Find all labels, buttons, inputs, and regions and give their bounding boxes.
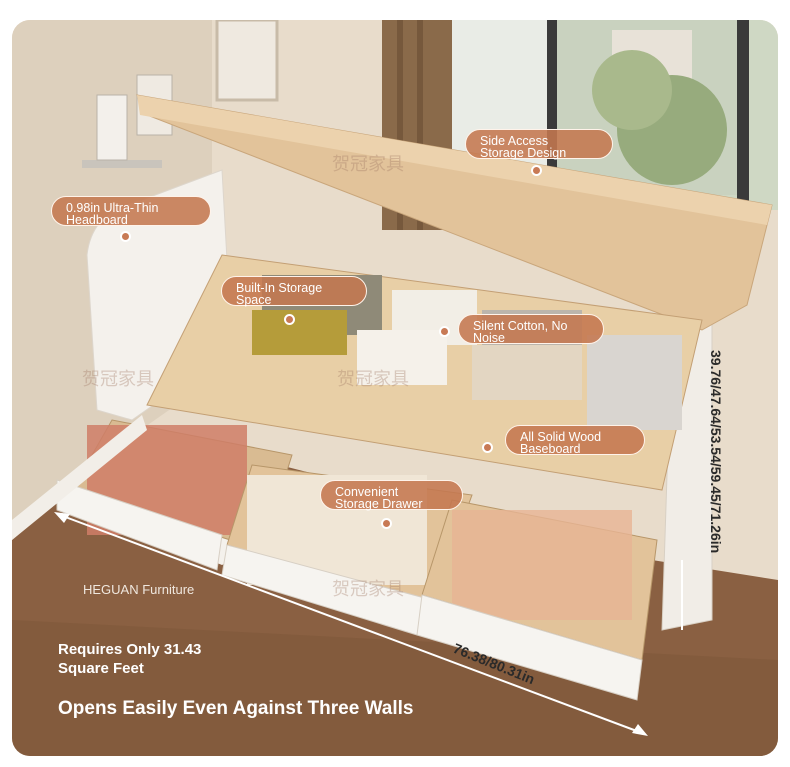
callout-side-access: Side Access Storage Design — [465, 129, 613, 159]
bed-scene-illustration — [12, 20, 778, 756]
callout-built-in: Built-In Storage Space — [221, 276, 367, 306]
watermark: 贺冠家具 — [332, 154, 404, 175]
callout-drawer: Convenient Storage Drawer — [320, 480, 463, 510]
headline: Opens Easily Even Against Three Walls — [58, 698, 414, 719]
callout-marker — [120, 231, 131, 242]
callout-baseboard: All Solid Wood Baseboard — [505, 425, 645, 455]
callout-marker — [482, 442, 493, 453]
watermark: 贺冠家具 — [337, 369, 409, 390]
watermark: 贺冠家具 — [82, 369, 154, 390]
callout-marker — [531, 165, 542, 176]
callout-marker — [439, 326, 450, 337]
callout-headboard: 0.98in Ultra-Thin Headboard — [51, 196, 211, 226]
dimension-width: 39.76/47.64/53.54/59.45/71.26in — [708, 350, 724, 554]
feature-area: Requires Only 31.43 Square Feet — [58, 641, 202, 677]
callout-silent: Silent Cotton, No Noise — [458, 314, 604, 344]
callout-marker — [381, 518, 392, 529]
brand-label: HEGUAN Furniture — [83, 582, 195, 597]
callout-marker — [284, 314, 295, 325]
watermark: 贺冠家具 — [332, 579, 404, 600]
product-image-frame: 贺冠家具 贺冠家具 贺冠家具 贺冠家具 Side Access Storage … — [12, 20, 778, 756]
